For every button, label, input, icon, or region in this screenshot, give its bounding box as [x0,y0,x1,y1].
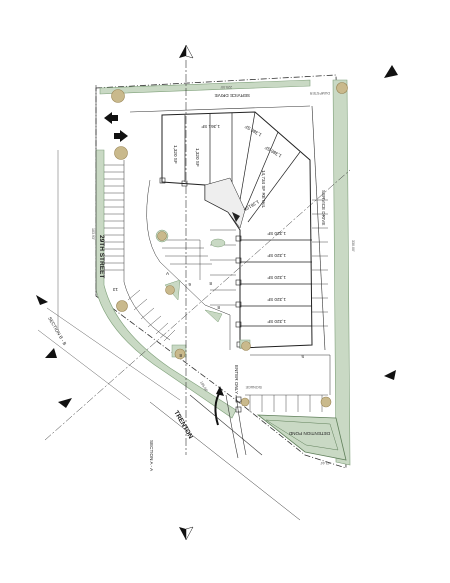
section-marker-icon [179,527,186,540]
tree-icon [320,396,332,408]
street-label: 29TH STREET [98,235,105,278]
section-marker-icon [384,370,396,380]
unit-divider [244,131,279,211]
door-marker [235,321,242,328]
corner-marker [232,212,240,222]
tree-icon [114,146,128,160]
tree-icon [240,397,250,407]
unit-label: 1,320 SF [267,253,286,258]
parking-count: 5 [301,354,304,359]
trees [111,82,348,408]
arrow-left-icon [104,112,118,124]
arrow-up-icon [216,386,224,396]
parking-count: 8 [179,353,182,358]
tree-icon [157,231,167,241]
parking-stalls-angled [127,289,176,342]
building-outline [161,111,313,349]
tree-icon [241,341,251,351]
tree-icon [174,348,186,360]
unit-label: 1,320 SF [267,275,286,280]
tree-icon [111,89,125,103]
parking-island-center [146,179,231,350]
section-marker-icon [179,45,186,58]
driveway-edge [235,394,247,456]
detention-label: DETENTION POND [288,431,330,436]
section-marker-icon [185,44,194,59]
trenton-road-edge [189,394,263,456]
detention-pond-inner [265,419,339,451]
grid-marker: A [166,271,170,276]
unit-label: 1,320 SF [267,297,286,302]
detention-pond [256,414,347,461]
parking-stalls-right [312,199,328,327]
dimension-label: 225.00' [220,85,232,89]
dumpster-label: DUMPSTER [309,91,330,95]
arrow-right-icon [114,130,128,142]
signage-marker [235,406,242,413]
enter-only-label: ENTER ONLY [234,365,239,394]
service-drive-edge-top [129,105,311,113]
section-bracket [46,307,181,401]
unit-label: 1,320 SF [267,319,286,324]
parking-count: 8 [217,305,220,310]
section-marker-icon [384,65,398,78]
dimension-label: 43.44' [320,461,330,465]
unit-divider [247,151,301,223]
road-label: TRENTON [172,410,194,441]
parking-count: 13 [112,287,118,292]
parking-lot-edge [250,354,331,395]
section-marker-icon [36,295,48,305]
parking-stalls-bottom [245,394,328,412]
section-marker-icon [185,526,194,541]
service-drive-right-label: SERVICE DRIVE [321,190,326,225]
dimension-label: 183.93' [91,228,95,240]
section-a-label: SECTION A - A [149,440,154,472]
door-marker [235,279,242,286]
unit-label: 1,320 SF [173,145,178,164]
door-marker [235,235,242,242]
property-boundary [95,74,347,469]
tree-icon [116,300,128,312]
door-marker [181,180,188,187]
dimension-label: 330.00' [351,240,355,252]
retail-label: 14,734 SF RETAIL [261,170,266,209]
unit-label: 1,361 SF [201,124,220,129]
parking-stalls-left [104,164,124,271]
parking-count: 8 [209,281,212,286]
trenton-road-edge-far [149,401,301,521]
door-marker [159,177,166,184]
section-line-b [44,169,351,441]
tree-icon [336,82,348,94]
section-marker-icon [58,398,72,408]
service-drive-top-label: SERVICE DRIVE [215,93,250,98]
unit-divider [239,111,256,201]
parking-count: 6 [188,282,191,287]
signage-marker [235,396,242,403]
landscape-strip-top [99,79,311,95]
section-marker-icon [45,348,57,358]
door-marker [235,257,242,264]
tree-icon [165,285,175,295]
dimension-label: 185.66' [199,381,208,393]
landscape-strip-right [332,79,351,466]
drive-aisle-left [123,160,171,341]
building [159,111,313,349]
signage-label: SIGNAGE [245,385,262,389]
entrance-arrows [104,112,128,142]
section-b-label: SECTION B - B [47,316,67,346]
section-bracket [37,329,131,401]
unit-label: 1,320 SF [195,148,200,167]
door-marker [235,301,242,308]
unit-label: 1,320 SF [267,231,286,236]
driveway-edge [225,394,239,459]
